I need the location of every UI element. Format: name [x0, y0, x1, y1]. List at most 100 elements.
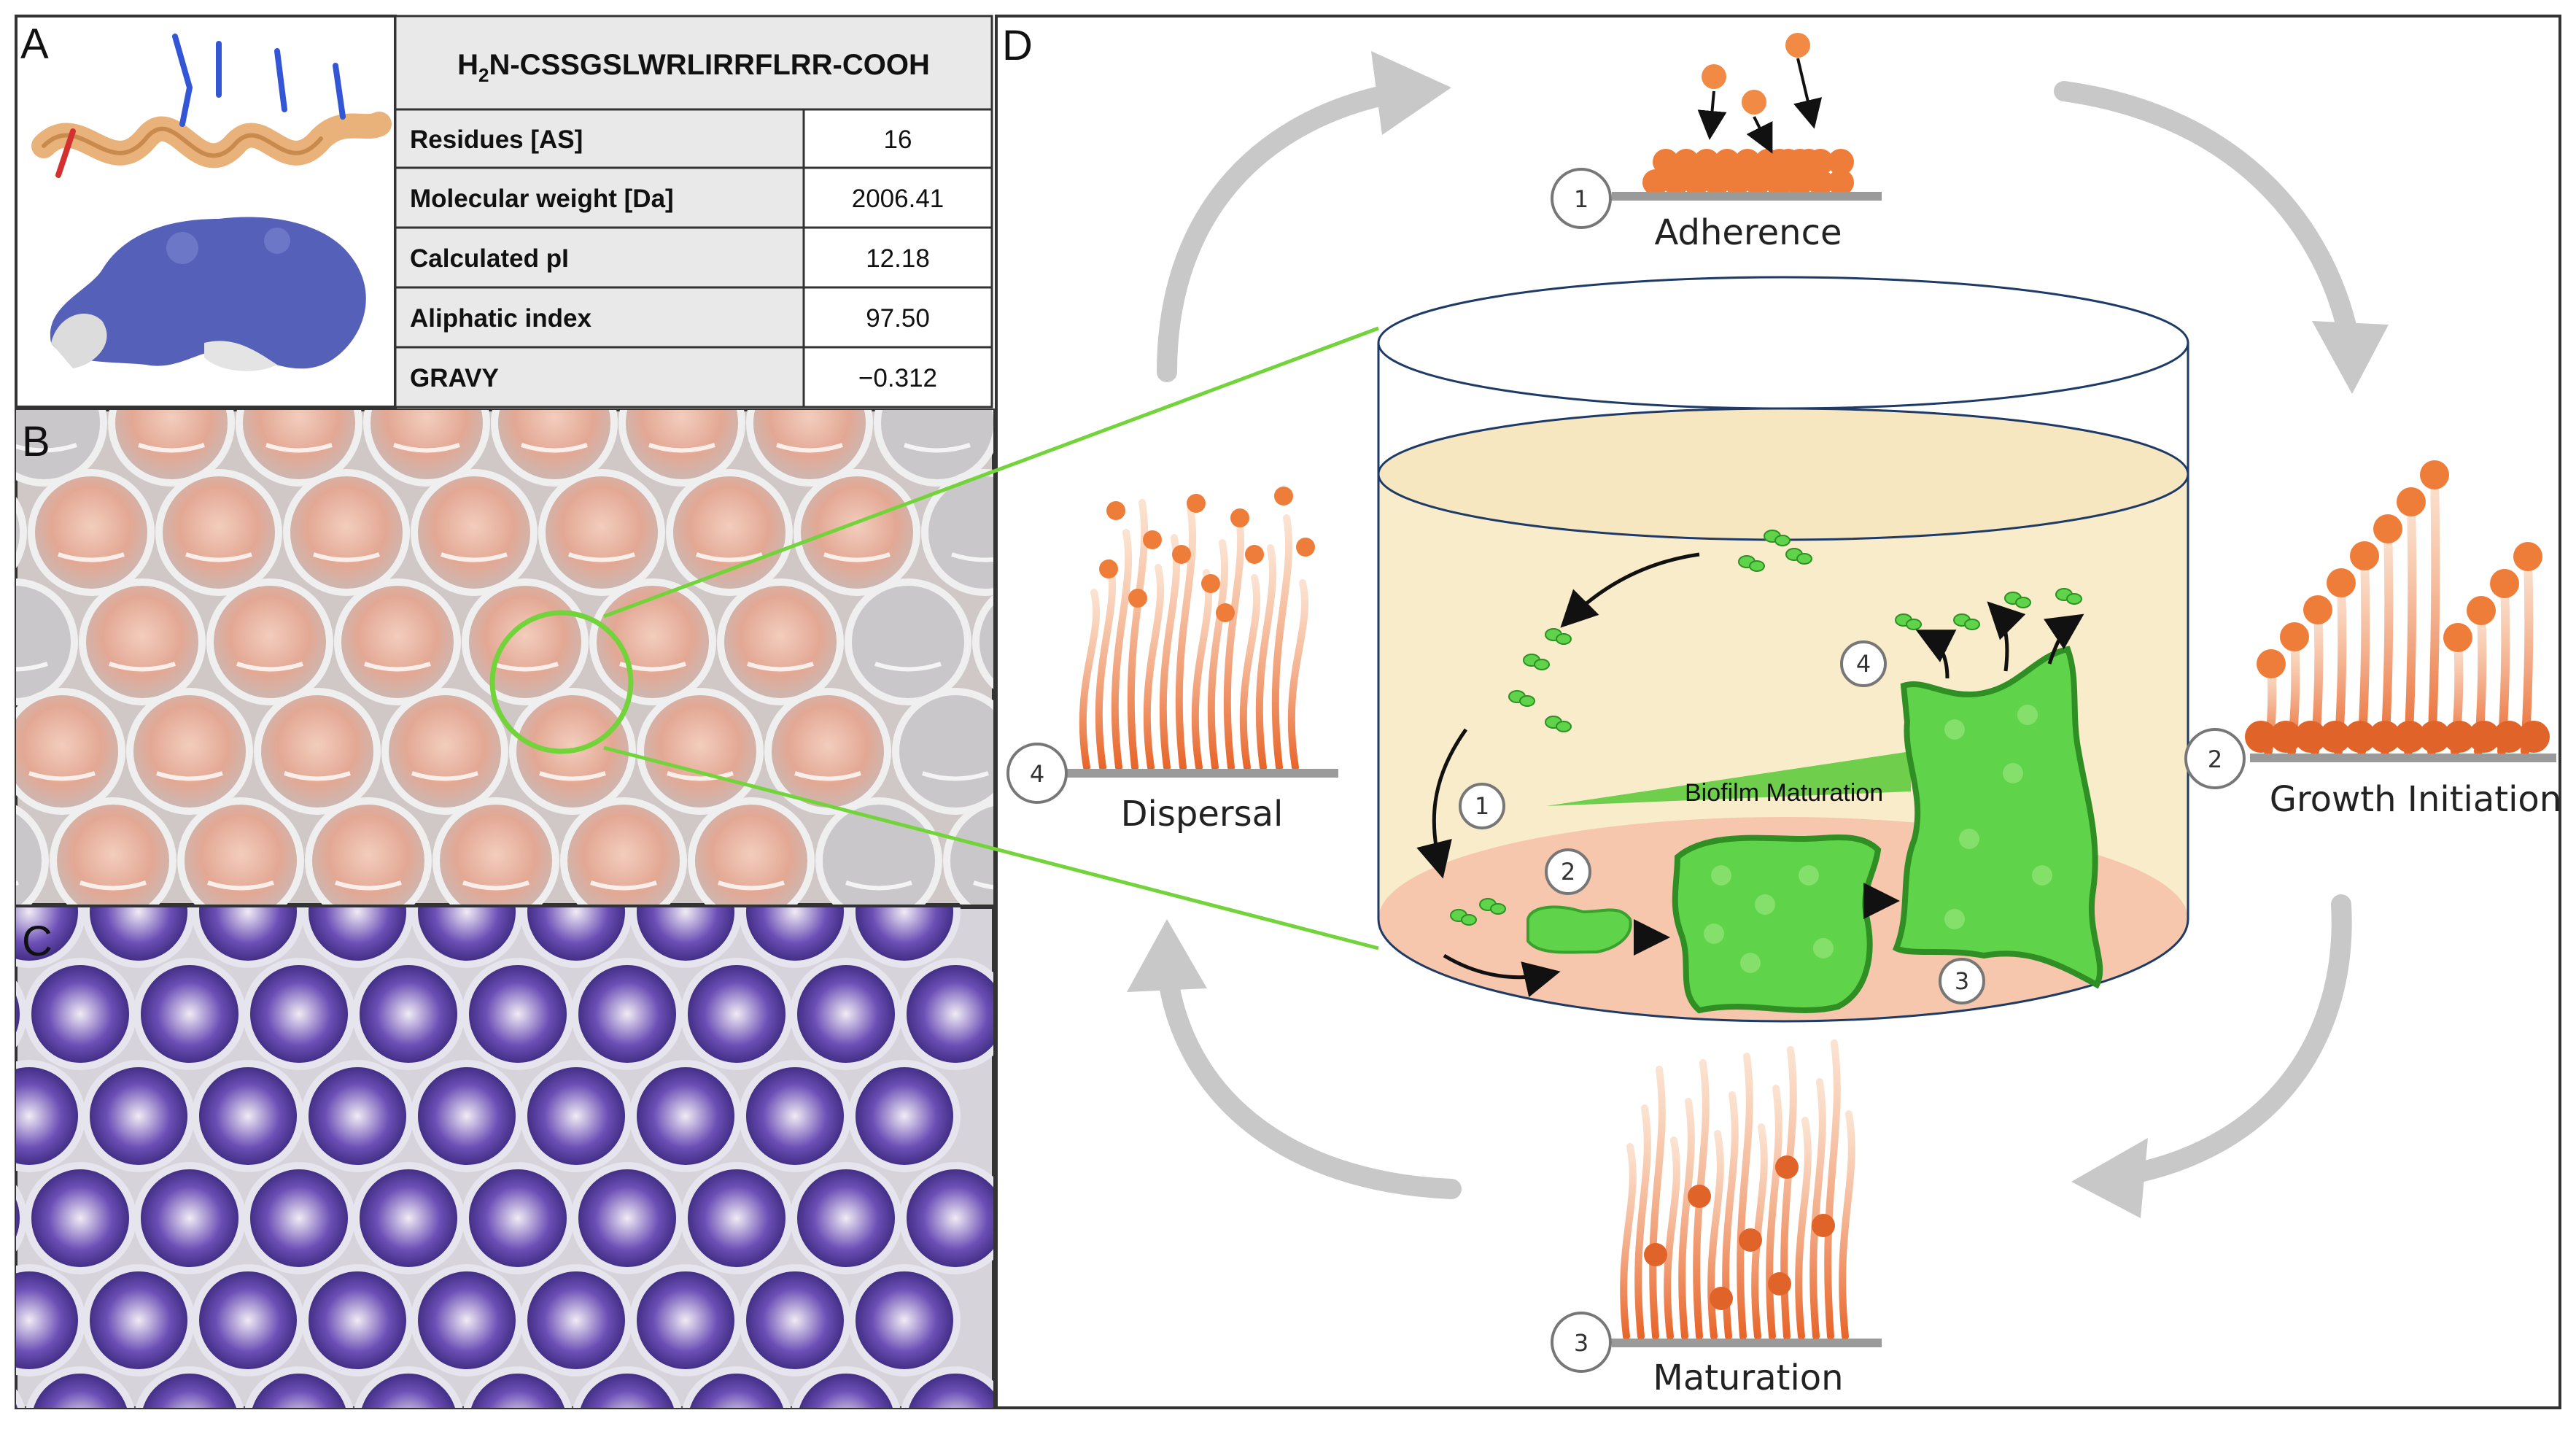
cycle-arrow-dispersal-to-adherence — [1157, 85, 1396, 382]
well-reflection — [462, 880, 529, 891]
cycle-arrows — [1157, 81, 2359, 1199]
stained-well — [192, 1060, 304, 1172]
well-reflection — [393, 443, 460, 453]
falling-cell — [1742, 90, 1766, 115]
hypha — [1620, 1143, 1637, 1340]
row-value-pi: 12.18 — [866, 244, 930, 273]
well-reflection — [794, 771, 861, 781]
stained-well — [192, 1264, 304, 1376]
base-cell — [2468, 721, 2500, 753]
base-cell — [2394, 721, 2426, 753]
hypha — [1207, 539, 1229, 771]
inner-step-1: 1 — [1459, 783, 1505, 829]
panel-b-label: B — [22, 418, 50, 465]
plate-well — [666, 469, 793, 596]
stained-well — [16, 1264, 85, 1376]
hypha — [1693, 1059, 1710, 1340]
row-label-residues: Residues [AS] — [410, 125, 583, 154]
plate-well — [155, 469, 282, 596]
stained-well — [739, 1264, 851, 1376]
base-cell — [2493, 721, 2525, 753]
inner-step-2: 2 — [1545, 848, 1591, 895]
green-cell — [1556, 721, 1572, 732]
stained-well — [901, 1366, 993, 1408]
cycle-arrow-growth-to-maturation — [2119, 894, 2352, 1185]
hypha-tip-cell — [2280, 622, 2309, 651]
cycle-arrow-adherence-to-growth — [2054, 81, 2359, 346]
well-reflection — [411, 771, 478, 781]
hypha — [1287, 579, 1309, 771]
stained-well — [82, 907, 195, 968]
stained-well — [135, 1366, 244, 1408]
well-reflection — [776, 443, 843, 453]
well-reflection — [922, 771, 989, 781]
plate-well — [462, 578, 589, 705]
well-reflection — [747, 662, 814, 672]
orange-cell — [1745, 169, 1771, 195]
stage-dispersal: 4 Dispersal — [1006, 743, 1284, 834]
falling-cell — [1785, 33, 1810, 58]
stage-maturation: 3 Maturation — [1551, 1312, 1844, 1398]
plate-well — [560, 797, 687, 905]
well-reflection — [284, 771, 351, 781]
stained-well — [16, 907, 85, 968]
well-reflection — [696, 552, 763, 562]
hypha — [1649, 1066, 1666, 1340]
well-reflection — [58, 552, 125, 562]
maturation-gradient-wedge — [1546, 751, 1911, 806]
hypha-cell — [1812, 1214, 1835, 1237]
well-reflection — [904, 443, 971, 453]
stained-well — [133, 958, 246, 1070]
green-cell — [1519, 695, 1535, 707]
panel-b: B — [15, 408, 995, 906]
well-reflection — [335, 880, 402, 891]
hypha-tip-cell — [2513, 542, 2542, 571]
stage-adherence: 1 Adherence — [1551, 168, 1842, 253]
stained-well — [352, 958, 465, 1070]
inner-step-2-num: 2 — [1561, 858, 1575, 886]
dispersed-cell — [1245, 545, 1264, 564]
well-reflection — [492, 662, 559, 672]
well-plate-crystal-violet — [16, 907, 993, 1408]
hypha — [2427, 470, 2440, 756]
base-cell — [2418, 721, 2451, 753]
orange-cell — [1787, 149, 1813, 175]
stained-well — [520, 1264, 632, 1376]
panel-c: C — [15, 906, 995, 1409]
hypha — [1824, 1039, 1841, 1340]
plate-well — [334, 578, 461, 705]
stained-well — [24, 1162, 136, 1274]
inner-step-3-num: 3 — [1955, 967, 1969, 995]
well-reflection — [648, 443, 715, 453]
green-cell — [1749, 560, 1765, 572]
medium-surface — [1377, 407, 2189, 541]
orange-cell — [1653, 149, 1679, 175]
stained-well — [354, 1366, 463, 1408]
stained-well — [899, 958, 993, 1070]
plate-well — [16, 578, 78, 705]
dispersed-cell — [1187, 494, 1206, 513]
plate-well — [972, 595, 993, 689]
hypha-tip-cell — [2443, 623, 2472, 652]
green-cell — [2066, 593, 2082, 605]
plate-well — [305, 797, 432, 905]
stained-well — [571, 1162, 683, 1274]
dispersed-cell — [1172, 545, 1191, 564]
plate-well — [28, 469, 155, 596]
row-value-residues: 16 — [884, 125, 912, 154]
plate-well — [874, 410, 993, 487]
gradient-label: Biofilm Maturation — [1685, 779, 1883, 807]
orange-cell — [1828, 169, 1854, 195]
row-value-mw: 2006.41 — [852, 185, 944, 213]
hypha-cell — [1768, 1272, 1791, 1296]
stained-well — [16, 980, 27, 1047]
dispersed-cell — [1128, 589, 1147, 608]
well-reflection — [156, 771, 223, 781]
orange-cell — [1642, 169, 1669, 195]
green-cell — [2015, 597, 2031, 608]
hypha — [1737, 1053, 1753, 1340]
stained-well — [739, 1060, 851, 1172]
stage-dispersal-label: Dispersal — [1121, 794, 1284, 834]
base-cell — [2294, 721, 2327, 753]
biofilm-texture — [1704, 705, 2052, 973]
